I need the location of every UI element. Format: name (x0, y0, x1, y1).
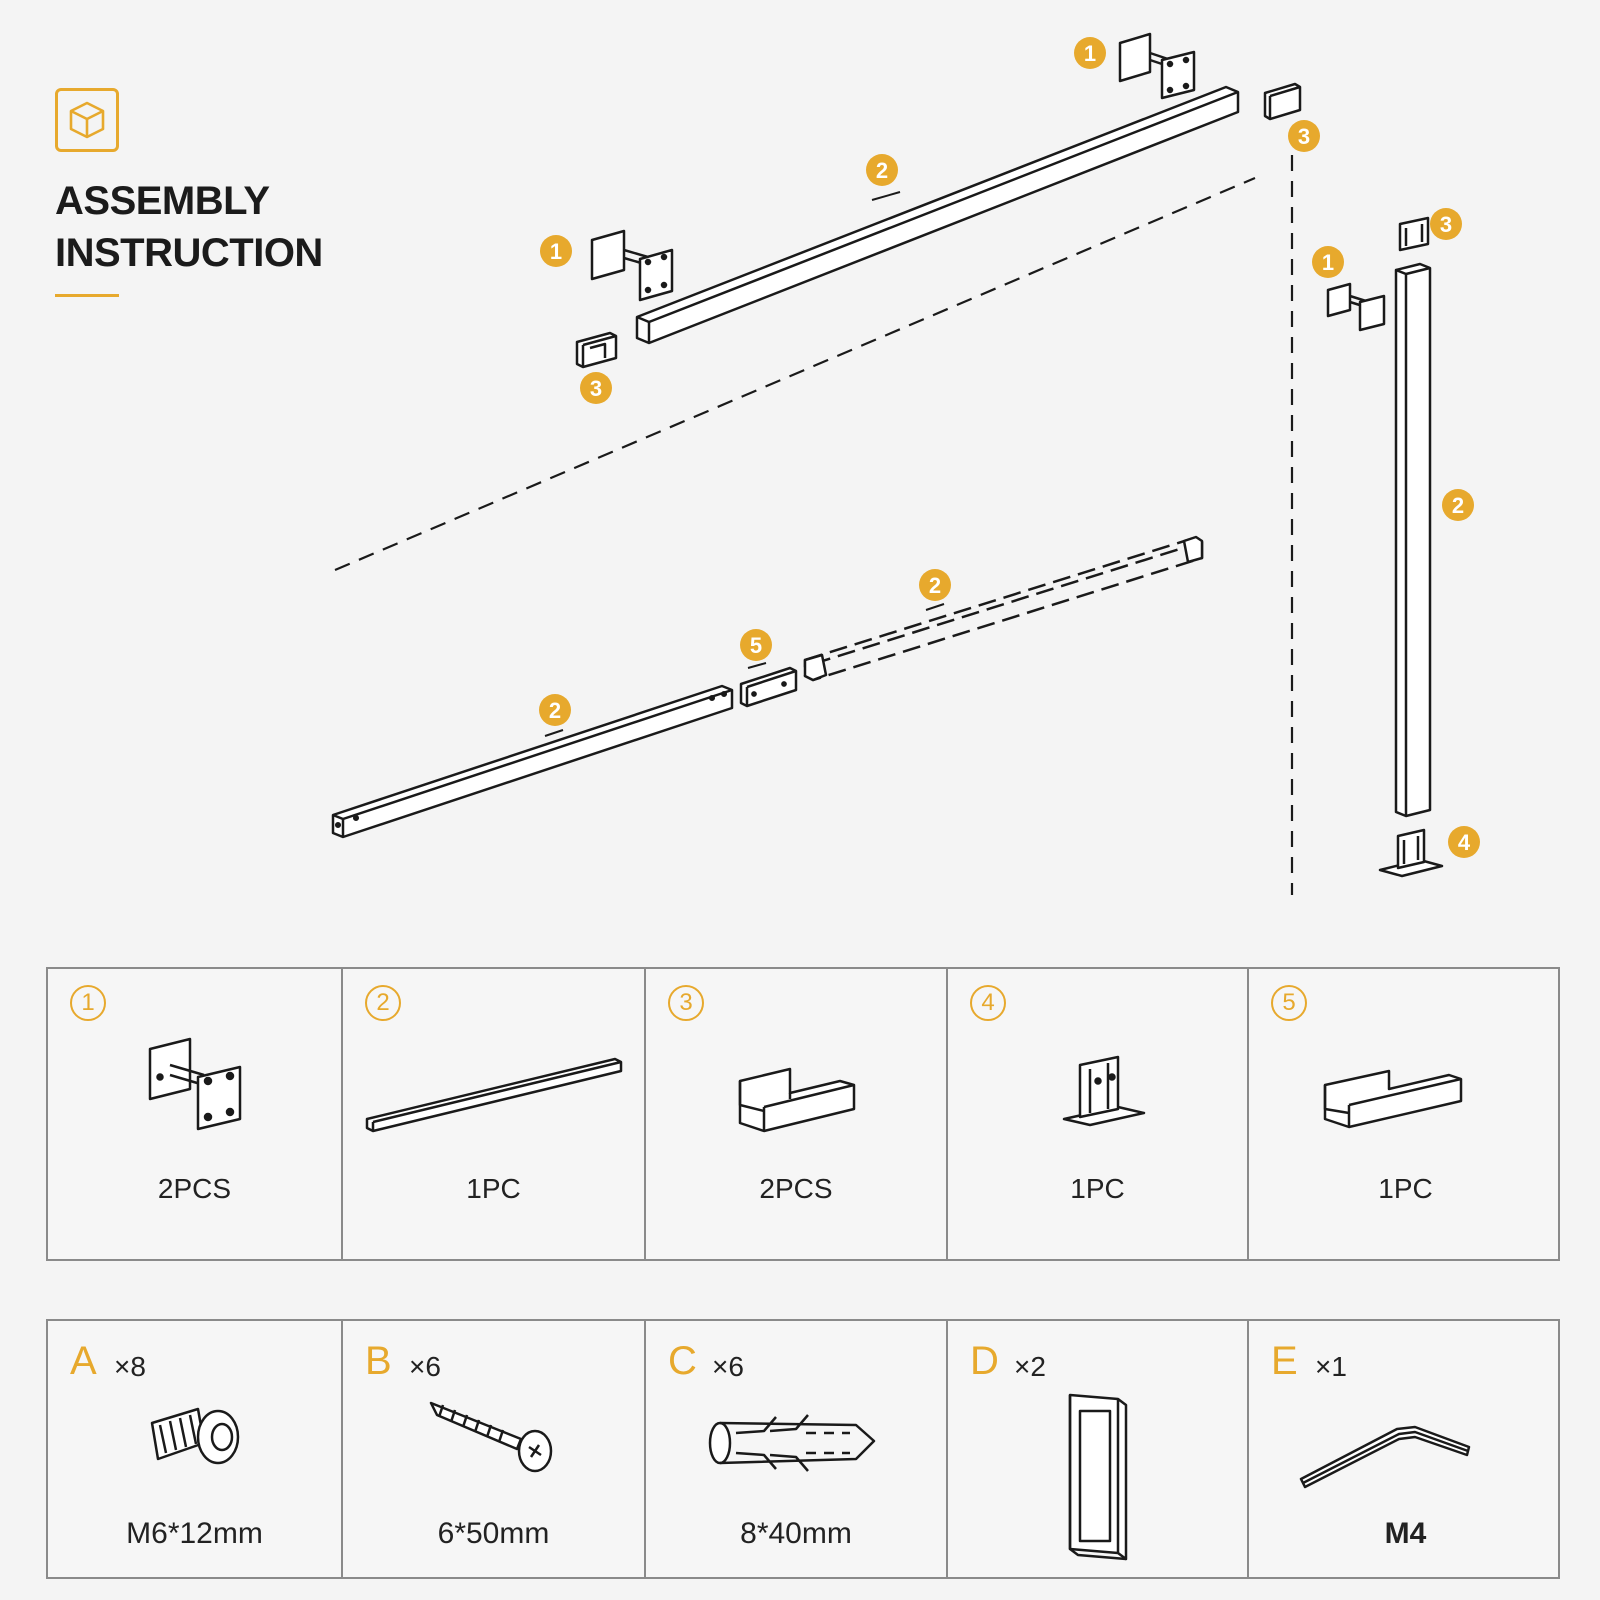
callout-3b: 3 (580, 372, 612, 404)
svg-text:4: 4 (1458, 830, 1471, 855)
hardware-cell-e: E ×1 M4 (1249, 1321, 1562, 1577)
svg-text:3: 3 (1440, 212, 1452, 237)
svg-text:1: 1 (1322, 250, 1334, 275)
part-qty-5: 1PC (1378, 1173, 1433, 1204)
svg-text:1: 1 (550, 239, 562, 264)
hardware-cell-b: B ×6 6*50mm (343, 1321, 646, 1577)
wall-bracket-top (1118, 32, 1196, 100)
floor-mount (1378, 828, 1444, 878)
part-number-1: 1 (70, 985, 106, 1021)
svg-text:2: 2 (876, 158, 888, 183)
wall-bracket-icon (148, 1037, 242, 1131)
svg-text:5: 5 (750, 633, 762, 658)
svg-text:2: 2 (549, 698, 561, 723)
hardware-letter-e: E (1271, 1339, 1298, 1383)
part-cell-1: 1 2PCS (48, 969, 343, 1259)
hardware-list: A ×8 M6*12mm B ×6 6*50mm C ×6 (46, 1319, 1560, 1579)
hardware-letter-b: B (365, 1339, 392, 1383)
svg-text:2: 2 (1452, 493, 1464, 518)
svg-text:1: 1 (1084, 41, 1096, 66)
callout-2a: 2 (866, 154, 898, 186)
lower-rail-right-dashed (803, 536, 1204, 682)
svg-text:3: 3 (590, 376, 602, 401)
part-cell-4: 4 1PC (948, 969, 1249, 1259)
callout-2d: 2 (539, 694, 571, 726)
callout-2c: 2 (919, 569, 951, 601)
part-number-2: 2 (365, 985, 401, 1021)
part-qty-4: 1PC (1070, 1173, 1125, 1204)
box-icon (69, 101, 105, 139)
part-cell-2: 2 1PC (343, 969, 646, 1259)
screw-icon (429, 1401, 553, 1473)
hardware-count-d: ×2 (1014, 1351, 1046, 1382)
vertical-post (1394, 262, 1432, 818)
floor-mount-icon (1062, 1055, 1146, 1127)
hardware-letter-c: C (668, 1339, 697, 1383)
hardware-size-e: M4 (1384, 1517, 1427, 1550)
bolt-icon (150, 1407, 240, 1465)
rail-bar-icon (365, 1057, 623, 1133)
hardware-count-e: ×1 (1315, 1351, 1347, 1382)
callout-5: 5 (740, 629, 772, 661)
part-qty-3: 2PCS (759, 1173, 833, 1204)
callout-1c: 1 (1312, 246, 1344, 278)
hex-key-icon (1299, 1425, 1471, 1489)
hardware-cell-d: D ×2 (948, 1321, 1249, 1577)
guide-line-diagonal (334, 176, 1256, 572)
wall-anchor-icon (708, 1414, 876, 1472)
hardware-size-a: M6*12mm (126, 1517, 263, 1550)
title-line-1: ASSEMBLY (55, 179, 270, 223)
part-number-3: 3 (668, 985, 704, 1021)
end-channel-post (1398, 216, 1430, 252)
svg-text:3: 3 (1298, 124, 1310, 149)
page-title: ASSEMBLY INSTRUCTION (55, 175, 323, 279)
callout-1b: 1 (540, 235, 572, 267)
wall-bracket-left (590, 229, 674, 302)
parts-list: 1 2PCS 2 1PC 3 (46, 967, 1560, 1261)
svg-text:2: 2 (929, 573, 941, 598)
lower-rail-left (331, 684, 734, 839)
wall-bracket-right (1326, 282, 1386, 332)
callout-4: 4 (1448, 826, 1480, 858)
hardware-letter-a: A (70, 1339, 97, 1383)
hardware-size-c: 8*40mm (740, 1517, 852, 1550)
title-underline (55, 294, 119, 297)
end-channel-icon (738, 1067, 856, 1133)
callout-3a: 3 (1288, 120, 1320, 152)
part-cell-3: 3 2PCS (646, 969, 948, 1259)
hardware-letter-d: D (970, 1339, 999, 1383)
connector-channel-icon (1323, 1069, 1463, 1129)
end-cap-icon (1068, 1393, 1128, 1561)
part-qty-2: 1PC (466, 1173, 521, 1204)
end-channel-top (1263, 82, 1302, 121)
end-channel-left (575, 331, 618, 369)
hardware-count-c: ×6 (712, 1351, 744, 1382)
title-line-2: INSTRUCTION (55, 231, 323, 275)
hardware-cell-c: C ×6 8*40mm (646, 1321, 948, 1577)
callout-2b: 2 (1442, 489, 1474, 521)
callout-3c: 3 (1430, 208, 1462, 240)
callout-1a: 1 (1074, 37, 1106, 69)
exploded-assembly-diagram: 1 1 1 2 2 2 2 3 3 3 4 5 (331, 32, 1480, 895)
callout-markers: 1 1 1 2 2 2 2 3 3 3 4 5 (539, 37, 1480, 858)
box-logo (55, 88, 119, 152)
part-number-4: 4 (970, 985, 1006, 1021)
part-cell-5: 5 1PC (1249, 969, 1562, 1259)
hardware-count-b: ×6 (409, 1351, 441, 1382)
top-rail (635, 85, 1240, 345)
hardware-cell-a: A ×8 M6*12mm (48, 1321, 343, 1577)
connector-channel (739, 666, 798, 708)
part-qty-1: 2PCS (157, 1173, 232, 1204)
hardware-count-a: ×8 (114, 1351, 146, 1382)
part-number-5: 5 (1271, 985, 1307, 1021)
hardware-size-b: 6*50mm (437, 1517, 550, 1550)
